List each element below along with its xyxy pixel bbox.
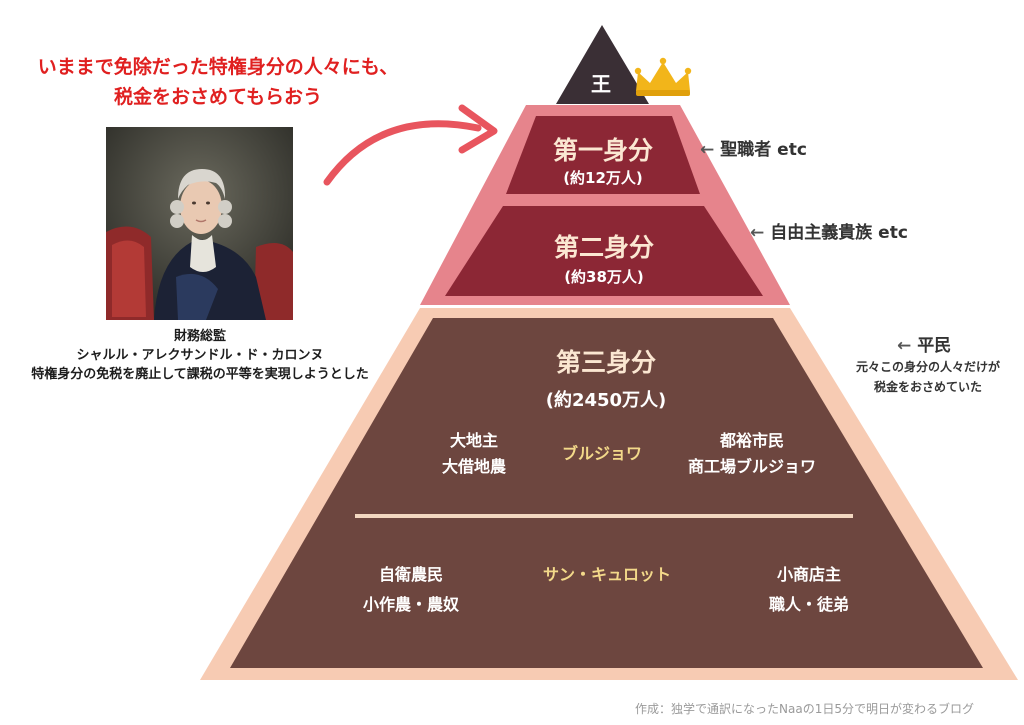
second-estate-title: 第二身分 xyxy=(553,233,655,262)
sans-culottes-left-line-2: 小作農・農奴 xyxy=(362,595,460,614)
sans-culottes-right-group: 小商店主 職人・徒弟 xyxy=(769,560,849,620)
sans-culottes-right-line-2: 職人・徒弟 xyxy=(768,595,850,614)
bourgeoisie-right-line-2: 商工場ブルジョワ xyxy=(687,457,817,476)
bourgeoisie-left-group: 大地主 大借地農 xyxy=(442,428,506,480)
left-arrow-icon: ← xyxy=(897,336,912,356)
third-estate-note-line-2: 税金をおさめていた xyxy=(873,380,983,394)
first-estate-note: ←聖職者 etc xyxy=(700,135,807,160)
crown-icon xyxy=(634,57,692,96)
third-estate-note-line-1: 元々この身分の人々だけが xyxy=(855,360,1001,374)
king-triangle xyxy=(556,25,649,104)
headline-line-1: いままで免除だった特権身分の人々にも、 xyxy=(37,56,399,78)
left-arrow-icon: ← xyxy=(700,140,715,160)
bourgeoisie-label: ブルジョワ xyxy=(561,444,643,463)
headline-line-2: 税金をおさめてもらおう xyxy=(113,86,323,108)
first-estate-title: 第一身分 xyxy=(552,136,654,165)
bourgeoisie-right-line-1: 都裕市民 xyxy=(719,431,785,450)
caption-description: 特権身分の免税を廃止して課税の平等を実現しようとした xyxy=(31,367,369,382)
bourgeoisie-left-line-2: 大借地農 xyxy=(441,457,507,476)
third-estate-population: (約2450万人) xyxy=(545,390,667,411)
second-estate-population: (約38万人) xyxy=(564,268,644,286)
sans-culottes-left-line-1: 自衛農民 xyxy=(378,565,444,584)
third-estate-block xyxy=(230,318,983,668)
king-label: 王 xyxy=(591,72,611,96)
bourgeoisie-right-group: 都裕市民 商工場ブルジョワ xyxy=(688,428,816,480)
third-estate-note-title: 平民 xyxy=(917,336,952,356)
headline: いままで免除だった特権身分の人々にも、 税金をおさめてもらおう xyxy=(38,52,398,112)
first-estate-block xyxy=(506,116,700,194)
sans-culottes-right-line-1: 小商店主 xyxy=(776,565,842,584)
third-estate-note-detail: 元々この身分の人々だけが 税金をおさめていた xyxy=(856,357,1000,397)
first-estate-population: (約12万人) xyxy=(563,169,643,187)
curved-arrow xyxy=(323,120,482,186)
sans-culottes-label: サン・キュロット xyxy=(542,565,672,584)
second-estate-block xyxy=(445,206,763,296)
sans-culottes-left-group: 自衛農民 小作農・農奴 xyxy=(363,560,459,620)
curved-arrow-head xyxy=(458,104,498,154)
left-arrow-icon: ← xyxy=(750,223,765,243)
caption-name: シャルル・アレクサンドル・ド・カロンヌ xyxy=(76,348,324,363)
caption-title: 財務総監 xyxy=(173,329,226,344)
second-estate-note-text: 自由主義貴族 etc xyxy=(770,223,908,243)
portrait-image xyxy=(106,127,293,320)
credit-text: 作成：独学で通訳になったNaaの1日5分で明日が変わるブログ xyxy=(635,702,974,716)
third-estate-note: ←平民 xyxy=(897,331,951,356)
third-estate-title: 第三身分 xyxy=(555,348,657,377)
portrait-caption: 財務総監 シャルル・アレクサンドル・ド・カロンヌ 特権身分の免税を廃止して課税の… xyxy=(31,327,369,384)
second-estate-note: ←自由主義貴族 etc xyxy=(750,218,908,243)
first-estate-note-text: 聖職者 etc xyxy=(720,140,807,160)
bourgeoisie-left-line-1: 大地主 xyxy=(449,431,499,450)
